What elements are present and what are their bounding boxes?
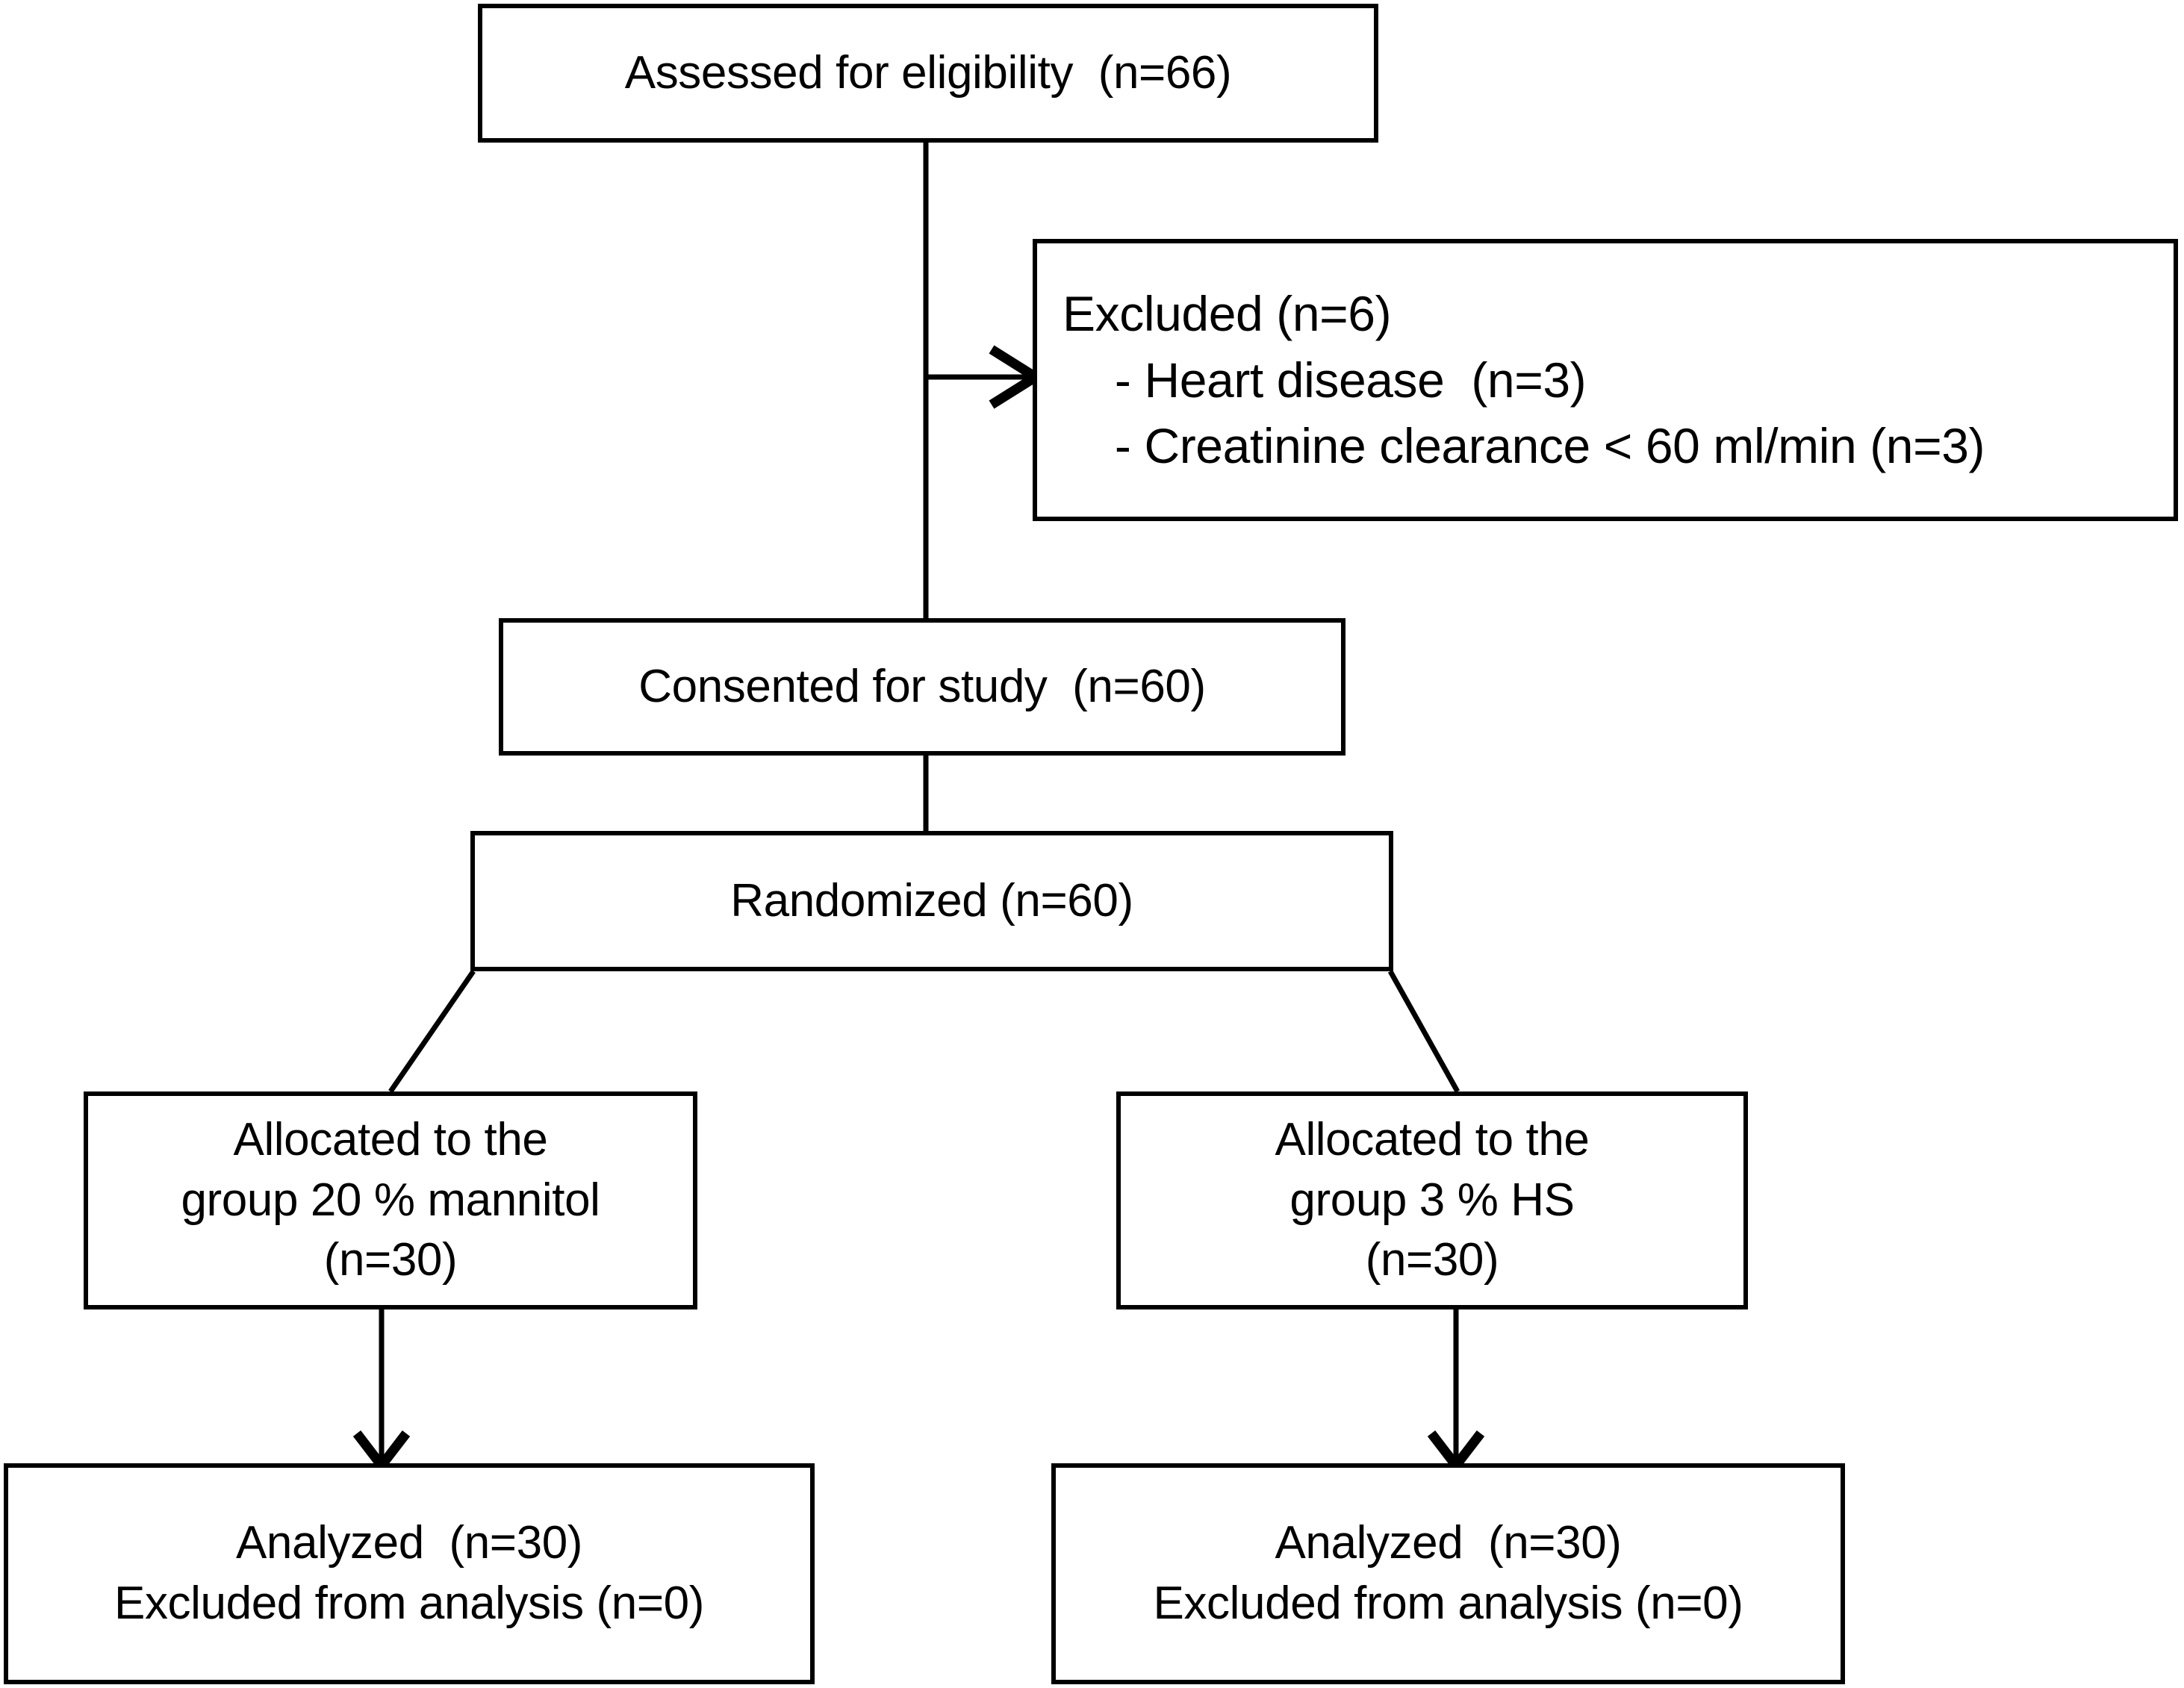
analyzed-hypertonic-saline-box: Analyzed (n=30) Excluded from analysis (… (1051, 1463, 1845, 1684)
alloc-right-line-3: (n=30) (1365, 1234, 1499, 1286)
alloc-right-line-1: Allocated to the (1275, 1114, 1590, 1166)
connector-randomized-to-alloc-left (388, 970, 476, 1093)
analyzed-right-line-1: Analyzed (n=30) (1275, 1517, 1622, 1569)
randomized-line-1: Randomized (n=60) (730, 874, 1133, 926)
excluded-reason-creatinine-clearance: - Creatinine clearance < 60 ml/min (n=3) (1101, 418, 1985, 474)
analyzed-mannitol-box: Analyzed (n=30) Excluded from analysis (… (4, 1463, 815, 1684)
excluded-box: Excluded (n=6) - Heart disease (n=3) - C… (1033, 239, 2178, 521)
consented-for-study-box: Consented for study (n=60) (499, 618, 1345, 756)
allocated-hypertonic-saline-box: Allocated to the group 3 % HS (n=30) (1116, 1091, 1748, 1309)
alloc-left-line-3: (n=30) (323, 1234, 458, 1286)
analyzed-left-line-2: Excluded from analysis (n=0) (114, 1578, 704, 1629)
consented-line-1: Consented for study (n=60) (638, 660, 1206, 712)
excluded-reason-heart-disease: - Heart disease (n=3) (1101, 352, 1587, 408)
allocated-mannitol-box: Allocated to the group 20 % mannitol (n=… (84, 1091, 697, 1309)
alloc-left-line-1: Allocated to the (233, 1114, 548, 1166)
excluded-title-line: Excluded (n=6) (1063, 286, 1392, 342)
alloc-left-line-2: group 20 % mannitol (181, 1174, 600, 1226)
assessed-line-1: Assessed for eligibility (n=66) (624, 46, 1232, 99)
connector-randomized-to-alloc-right (1387, 970, 1460, 1093)
analyzed-right-line-2: Excluded from analysis (n=0) (1153, 1578, 1743, 1629)
alloc-right-line-2: group 3 % HS (1289, 1174, 1575, 1226)
analyzed-left-line-1: Analyzed (n=30) (235, 1517, 583, 1569)
assessed-for-eligibility-box: Assessed for eligibility (n=66) (478, 4, 1378, 143)
randomized-box: Randomized (n=60) (470, 831, 1393, 971)
